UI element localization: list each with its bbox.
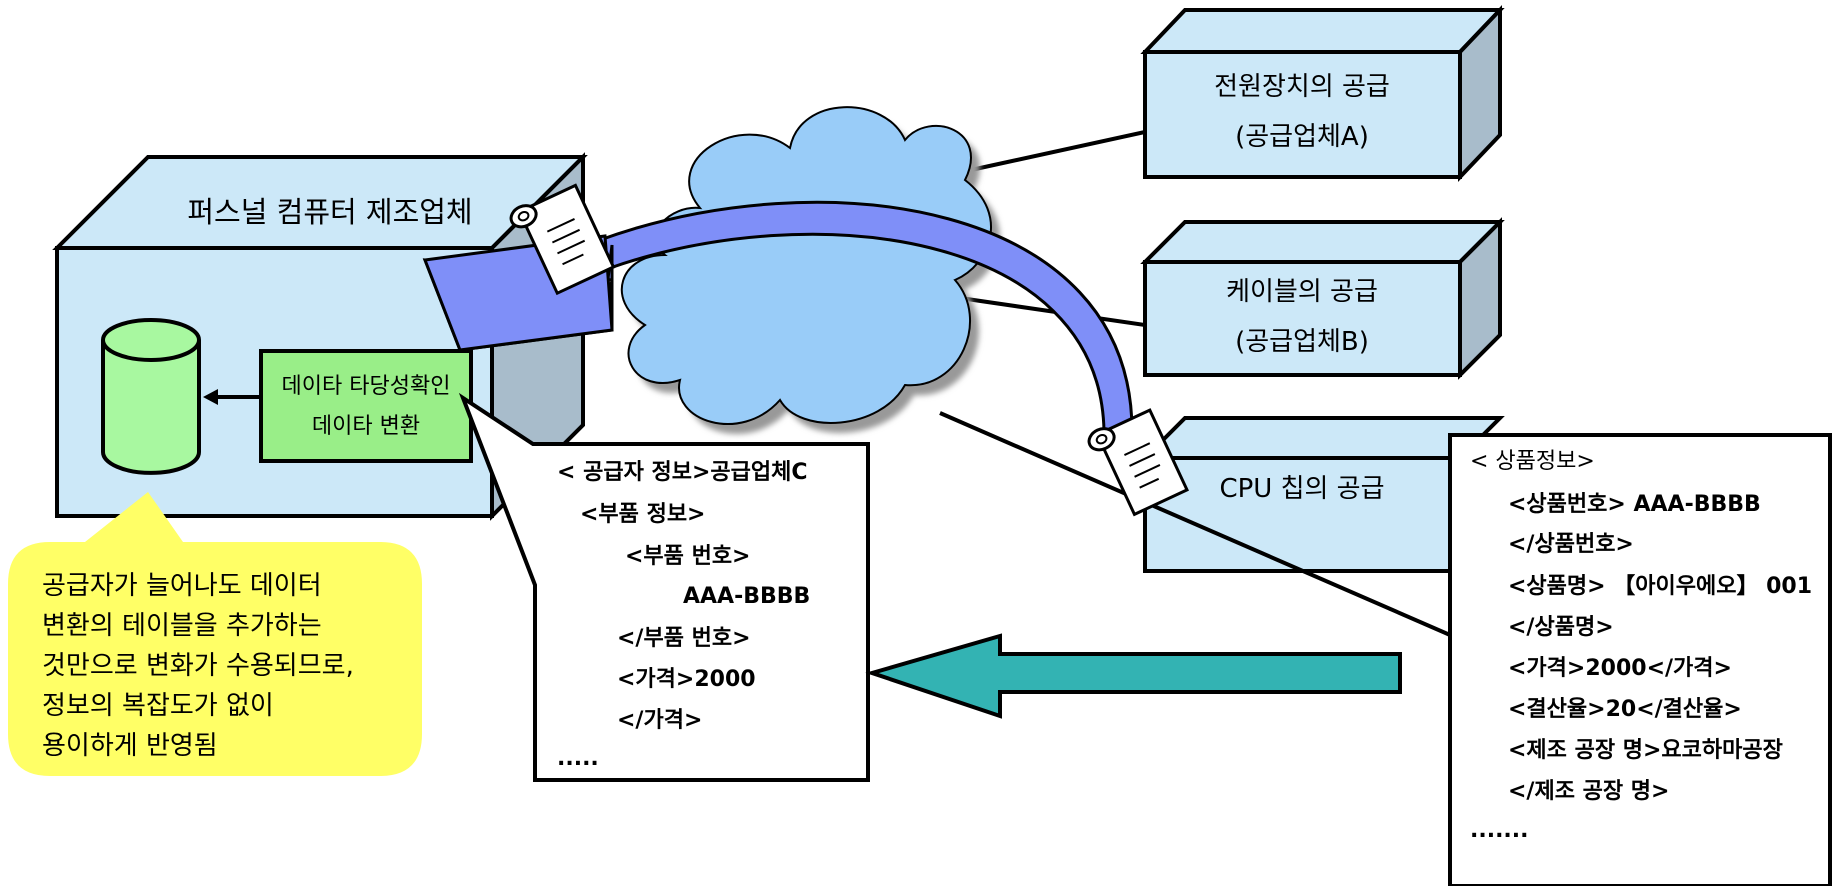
product-line9: </제조 공장 명> [1508, 779, 1669, 804]
note-line5: 용이하게 반영됨 [42, 731, 218, 761]
note-line4: 정보의 복잡도가 없이 [42, 691, 274, 721]
data-converter-box: 데이타 타당성확인 데이타 변환 [259, 349, 473, 463]
scroll-icon-top [509, 183, 616, 296]
converter-line2: 데이타 변환 [312, 414, 420, 439]
converted-line5: </부품 번호> [617, 626, 751, 651]
converter-to-db-arrow [203, 389, 262, 405]
product-line3: </상품번호> [1508, 532, 1634, 557]
note-line3: 것만으로 변화가 수용되므로, [42, 651, 354, 681]
converted-line2: <부품 정보> [580, 502, 706, 527]
converted-line7: </가격> [617, 708, 702, 733]
network-cloud [620, 106, 1001, 434]
supplier-b-line1: 케이블의 공급 [1226, 277, 1378, 307]
supplier-box-b: 케이블의 공급 (공급업체B) [1140, 217, 1505, 380]
product-line8: <제조 공장 명>요코하마공장 [1508, 738, 1783, 763]
product-line6: <가격>2000</가격> [1508, 656, 1732, 681]
product-document: < 상품정보> <상품번호> AAA-BBBB </상품번호> <상품명> 【아… [1448, 433, 1832, 886]
converter-line1: 데이타 타당성확인 [282, 374, 451, 399]
manufacturer-title: 퍼스널 컴퓨터 제조업체 [187, 195, 472, 229]
teal-conversion-arrow [865, 633, 1402, 719]
supplier-box-c: CPU 칩의 공급 [1140, 416, 1505, 573]
product-line1: < 상품정보> [1470, 449, 1595, 474]
product-line4: <상품명> 【아이우에오】 001 [1508, 574, 1812, 599]
supplier-c-line1: CPU 칩의 공급 [1219, 474, 1384, 504]
converted-line8: ..... [557, 746, 599, 771]
product-line2: <상품번호> AAA-BBBB [1508, 492, 1761, 517]
note-callout: 공급자가 늘어나도 데이터 변환의 테이블을 추가하는 것만으로 변화가 수용되… [8, 492, 422, 776]
note-line1: 공급자가 늘어나도 데이터 [42, 571, 322, 601]
converted-line4: AAA-BBBB [683, 584, 810, 609]
supplier-box-a: 전원장치의 공급 (공급업체A) [1140, 5, 1505, 182]
product-line5: </상품명> [1508, 615, 1614, 640]
database-cylinder [101, 318, 201, 475]
supplier-a-line1: 전원장치의 공급 [1214, 72, 1390, 102]
converted-line6: <가격>2000 [617, 667, 756, 692]
converted-line3: <부품 번호> [625, 544, 751, 569]
product-line7: <결산율>20</결산율> [1508, 697, 1742, 722]
note-line2: 변환의 테이블을 추가하는 [42, 611, 322, 641]
converted-line1: < 공급자 정보>공급업체C [557, 460, 808, 485]
scroll-icon-bottom [1087, 408, 1190, 517]
supplier-b-line2: (공급업체B) [1235, 327, 1369, 357]
converted-document: < 공급자 정보>공급업체C <부품 정보> <부품 번호> AAA-BBBB … [458, 392, 870, 782]
supplier-a-line2: (공급업체A) [1235, 122, 1369, 152]
product-line10: ....... [1470, 818, 1529, 843]
